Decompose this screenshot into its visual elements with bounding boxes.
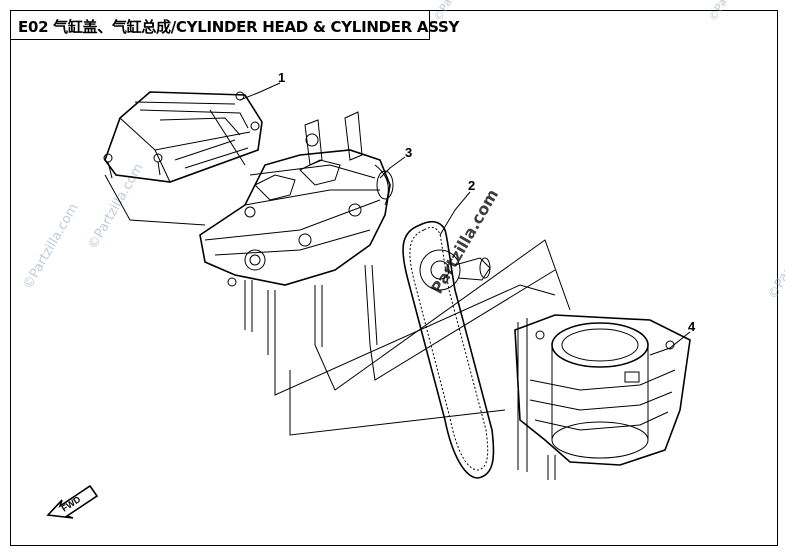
leader-3 (379, 156, 406, 179)
valve-cover (103, 91, 263, 183)
leader-2 (439, 191, 471, 236)
fwd-arrow-icon: FWD (46, 484, 99, 519)
callout-3: 3 (405, 145, 412, 160)
drawing-frame (10, 10, 778, 546)
fwd-label: FWD (60, 494, 83, 514)
assembly-guide-lines (104, 109, 571, 436)
watermark-left: ©Partzilla.com (20, 201, 81, 292)
cylinder-head (199, 111, 394, 357)
page-title: E02 气缸盖、气缸总成/CYLINDER HEAD & CYLINDER AS… (18, 18, 460, 36)
watermark-right: ©Partzilla.com (765, 211, 785, 302)
callout-2: 2 (468, 178, 475, 193)
watermark-center: Partzilla.com (427, 186, 502, 297)
callout-4: 4 (688, 319, 696, 334)
callout-1: 1 (278, 70, 285, 85)
leader-1 (239, 82, 281, 101)
timing-chain (402, 220, 495, 479)
cylinder-block (514, 314, 691, 480)
title-box (10, 10, 430, 40)
leader-4 (649, 331, 691, 356)
watermark-top-right: ©Partzilla.com (706, 0, 758, 23)
watermark-top: ©Partzilla.com (431, 0, 483, 23)
